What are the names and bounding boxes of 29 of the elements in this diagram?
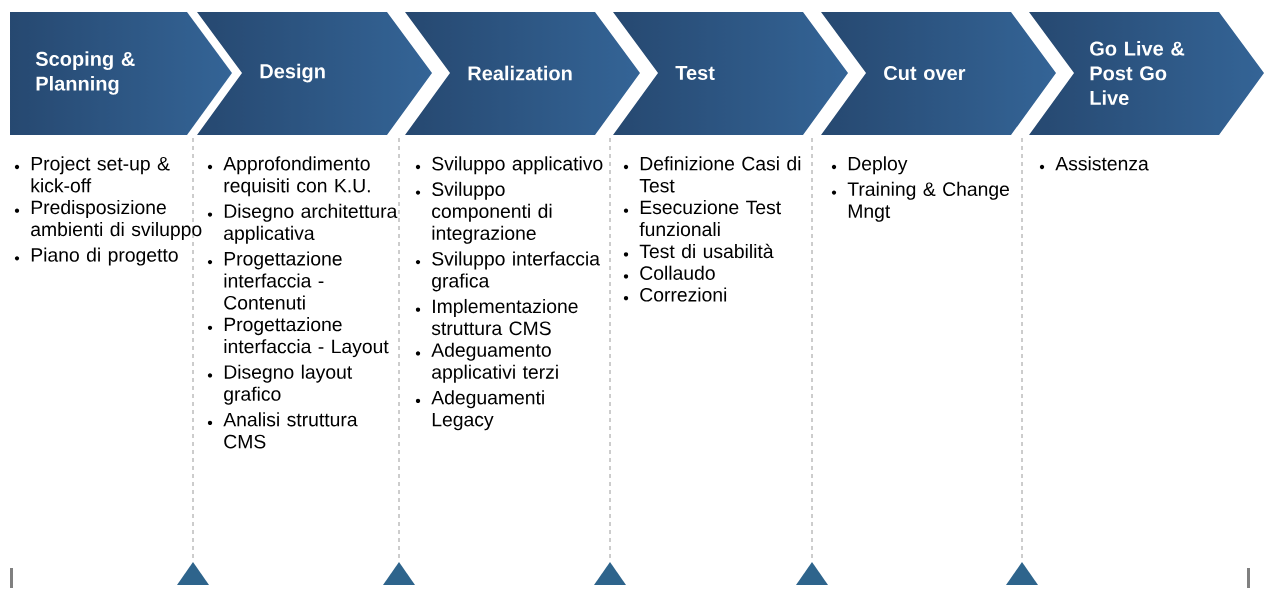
- bullet-item: Progettazione interfaccia - Layout: [207, 317, 389, 358]
- bullet-item: Approfondimento requisiti con K.U.: [207, 156, 370, 197]
- bullet-item: Progettazione interfaccia - Contenuti: [207, 251, 342, 310]
- bullet-item: Correzioni: [623, 287, 727, 302]
- chevron: Test: [675, 66, 715, 80]
- bullet-item: Analisi struttura CMS: [207, 412, 358, 449]
- bullet-item: Predisposizione ambienti di sviluppo: [14, 200, 202, 241]
- bullet-item: Disegno architettura applicativa: [207, 203, 398, 244]
- bullet-item: Implementazione struttura CMS: [415, 298, 578, 336]
- bullet-item: Piano di progetto: [14, 247, 178, 266]
- chevron: Go Live & Post Go Live: [1090, 41, 1185, 105]
- bullet-item: Collaudo: [623, 265, 715, 280]
- bullet-item: Disegno layout grafico: [207, 364, 353, 405]
- bullet-item: Adeguamento applicativi terzi: [415, 342, 558, 383]
- chevron: Realization: [468, 65, 572, 81]
- bullet-item: Project set-up & kick-off: [14, 156, 170, 193]
- bullet-item: Training & Change Mngt: [831, 181, 1009, 222]
- chevron: Cut over: [884, 65, 966, 81]
- bullet-item: Deploy: [831, 156, 908, 175]
- chevron: Design: [260, 63, 325, 83]
- bullet-item: Definizione Casi di Test: [623, 156, 801, 193]
- bullet-item: Sviluppo applicativo: [415, 156, 603, 175]
- bullet-item: Assistenza: [1039, 156, 1149, 171]
- chevron: Scoping & Planning: [35, 51, 135, 95]
- bullet-item: Adeguamenti Legacy: [415, 390, 544, 431]
- bullet-item: Sviluppo componenti di integrazione: [415, 181, 552, 244]
- bullet-item: Test di usabilità: [623, 243, 774, 259]
- bullet-item: Sviluppo interfaccia grafica: [415, 251, 600, 292]
- bullet-item: Esecuzione Test funzionali: [623, 200, 781, 237]
